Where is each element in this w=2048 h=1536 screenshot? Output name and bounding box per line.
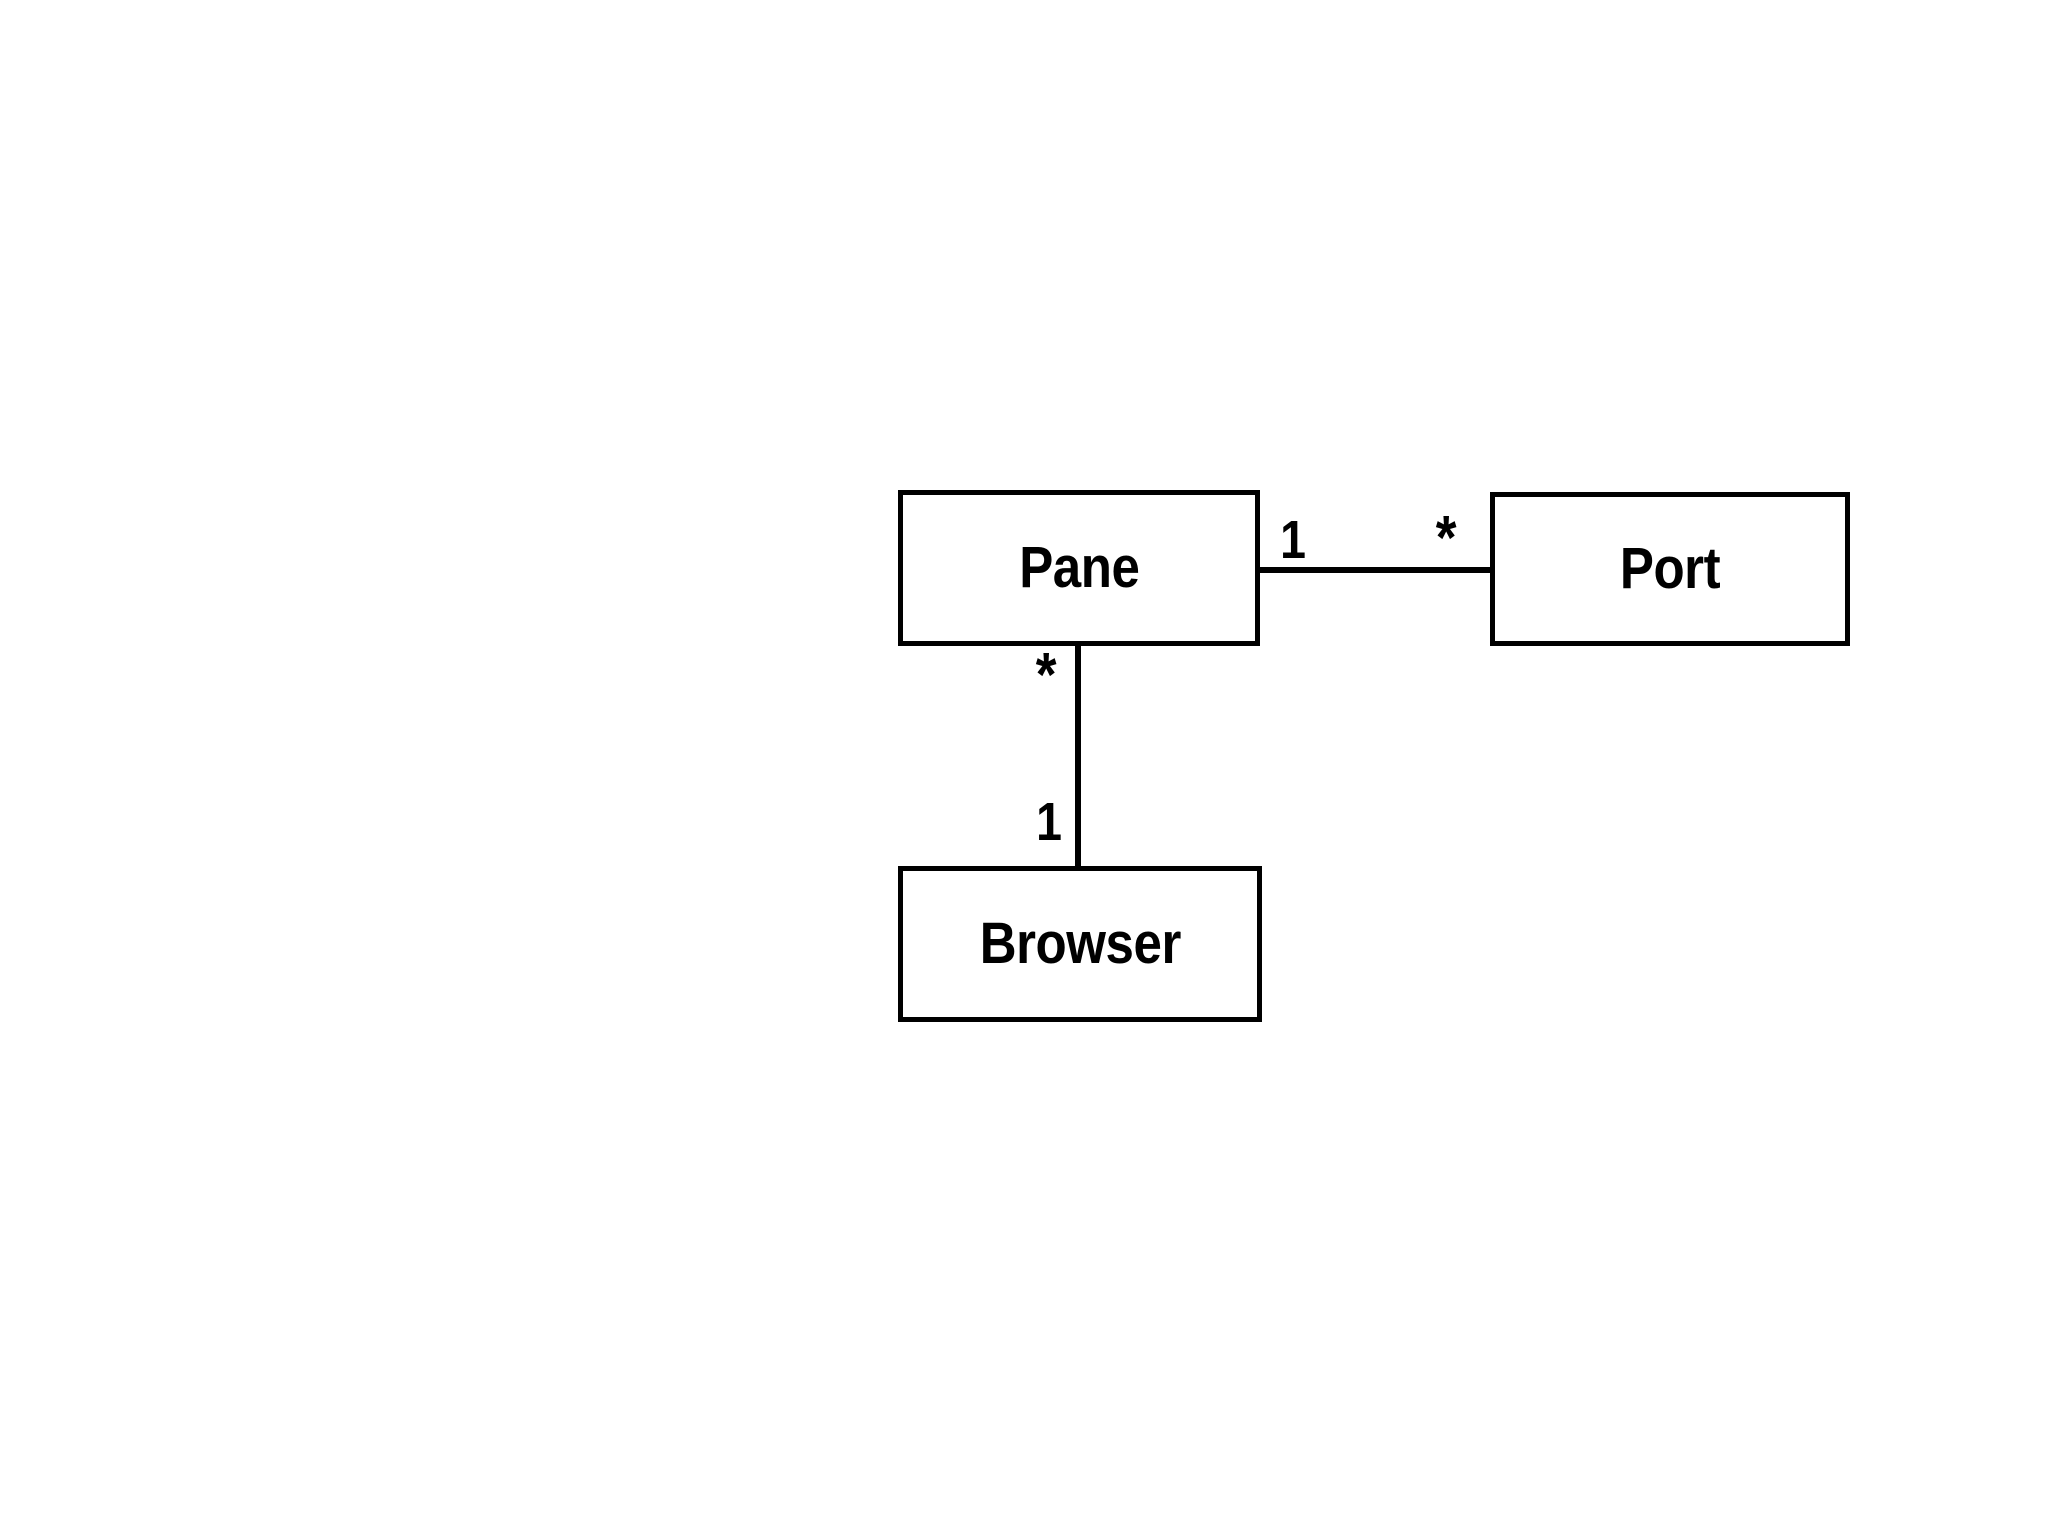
class-box-browser[interactable]: Browser bbox=[898, 866, 1262, 1022]
multiplicity-pane-port-source: 1 bbox=[1280, 510, 1306, 570]
association-line-pane-browser[interactable] bbox=[1075, 644, 1081, 868]
multiplicity-pane-browser-target: 1 bbox=[1036, 792, 1062, 852]
association-line-pane-port[interactable] bbox=[1258, 567, 1492, 573]
class-box-port[interactable]: Port bbox=[1490, 492, 1850, 646]
multiplicity-pane-browser-source: * bbox=[1035, 641, 1057, 710]
class-name-pane: Pane bbox=[1018, 535, 1140, 600]
class-name-browser: Browser bbox=[979, 911, 1181, 976]
class-box-pane[interactable]: Pane bbox=[898, 490, 1260, 646]
multiplicity-pane-port-target: * bbox=[1435, 504, 1457, 573]
class-name-port: Port bbox=[1619, 536, 1721, 601]
